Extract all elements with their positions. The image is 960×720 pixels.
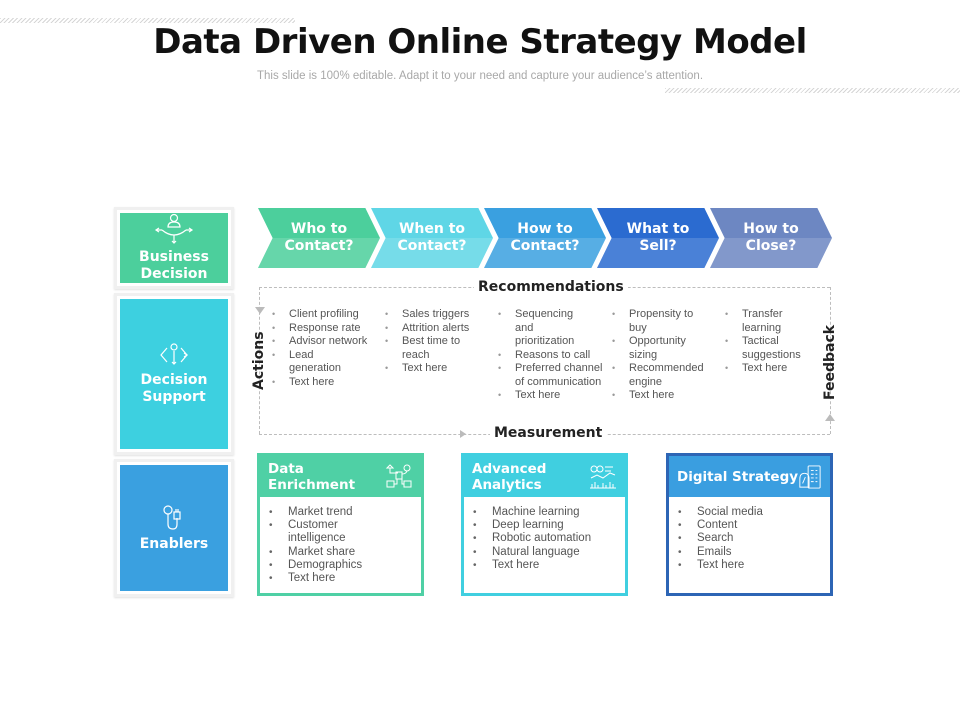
page-title: Data Driven Online Strategy Model <box>153 22 807 62</box>
list-item: Tactical suggestions <box>723 335 813 362</box>
arrow-up-icon <box>825 414 835 421</box>
list-item: Text here <box>723 362 818 376</box>
list-item: Sales triggers <box>383 308 483 322</box>
decision-support-box: Decision Support <box>114 293 234 455</box>
list-item: Text here <box>496 389 608 403</box>
advanced-analytics-card: Advanced Analytics Machine learning Deep… <box>461 453 628 596</box>
list-item: Advisor network <box>270 335 385 349</box>
list-item: Content <box>675 519 830 532</box>
list-item: Attrition alerts <box>383 322 483 336</box>
list-item: Preferred channel of communication <box>496 362 604 389</box>
list-item: Reasons to call <box>496 349 608 363</box>
list-item: Market share <box>266 546 421 559</box>
chevron-line1: How to <box>743 221 799 237</box>
list-item: Client profiling <box>270 308 385 322</box>
arrow-right-icon <box>460 430 466 438</box>
chevron-line2: Close? <box>745 238 797 254</box>
decorative-hatch-left <box>0 18 295 23</box>
list-item: Social media <box>675 506 830 519</box>
list-item: Recommended engine <box>610 362 718 389</box>
actions-label: Actions <box>251 331 267 390</box>
list-item: Text here <box>675 559 830 572</box>
enablers-label: Enablers <box>139 535 209 552</box>
chevron-line2: Sell? <box>639 238 677 254</box>
list-item: Sequencing and prioritization <box>496 308 586 349</box>
list-item: Opportunity sizing <box>610 335 700 362</box>
enablers-box: Enablers <box>114 459 234 597</box>
list-item: Search <box>675 532 830 545</box>
recommendations-label: Recommendations <box>474 279 628 295</box>
feedback-label: Feedback <box>822 324 838 400</box>
decision-flow-icon <box>154 213 194 244</box>
chevron-line2: Contact? <box>510 238 580 254</box>
mobile-strategy-icon <box>799 464 821 489</box>
list-item: Best time to reach <box>383 335 473 362</box>
list-item: Text here <box>266 572 421 585</box>
plug-tools-icon <box>163 504 181 530</box>
data-enrichment-card: Data Enrichment Market trend Customer in… <box>257 453 424 596</box>
card-title: Advanced Analytics <box>472 460 547 493</box>
analytics-chart-icon <box>590 465 616 488</box>
list-item: Emails <box>675 546 830 559</box>
actions-column-2: Sales triggers Attrition alerts Best tim… <box>383 308 483 376</box>
list-item: Market trend <box>266 506 421 519</box>
actions-column-5: Transfer learning Tactical suggestions T… <box>723 308 818 376</box>
list-item: Response rate <box>270 322 385 336</box>
chevron-line1: Who to <box>290 221 348 237</box>
frame-left-line <box>259 287 260 434</box>
list-item: Propensity to buy <box>610 308 700 335</box>
chevron-line2: Contact? <box>284 238 354 254</box>
chevron-line2: Contact? <box>397 238 467 254</box>
measurement-label: Measurement <box>490 425 607 441</box>
business-decision-box: Business Decision <box>114 207 234 289</box>
arrow-down-icon <box>255 307 265 314</box>
business-decision-label: Business Decision <box>139 249 209 282</box>
page-subtitle: This slide is 100% editable. Adapt it to… <box>256 70 704 82</box>
list-item: Deep learning <box>470 519 625 532</box>
list-item: Text here <box>270 376 385 390</box>
list-item: Customer intelligence <box>266 519 366 545</box>
decorative-hatch-right <box>665 88 960 93</box>
chevron-line1: How to <box>517 221 573 237</box>
list-item: Demographics <box>266 559 421 572</box>
list-item: Lead generation <box>270 349 350 376</box>
actions-column-3: Sequencing and prioritization Reasons to… <box>496 308 608 403</box>
list-item: Text here <box>383 362 483 376</box>
list-item: Text here <box>470 559 625 572</box>
data-flow-icon <box>385 463 412 487</box>
actions-column-4: Propensity to buy Opportunity sizing Rec… <box>610 308 722 403</box>
list-item: Robotic automation <box>470 532 625 545</box>
decision-support-label: Decision Support <box>140 372 208 405</box>
digital-strategy-card: Digital Strategy Social media Content Se… <box>666 453 833 596</box>
list-item: Text here <box>610 389 722 403</box>
card-title: Data Enrichment <box>268 460 356 493</box>
chevron-line1: When to <box>398 221 466 237</box>
list-item: Machine learning <box>470 506 625 519</box>
list-item: Transfer learning <box>723 308 793 335</box>
chevron-line1: What to <box>626 221 690 237</box>
card-title: Digital Strategy <box>677 468 799 485</box>
support-cycle-icon <box>160 343 189 365</box>
list-item: Natural language <box>470 546 625 559</box>
frame-right-line <box>830 287 831 434</box>
actions-column-1: Client profiling Response rate Advisor n… <box>270 308 385 389</box>
